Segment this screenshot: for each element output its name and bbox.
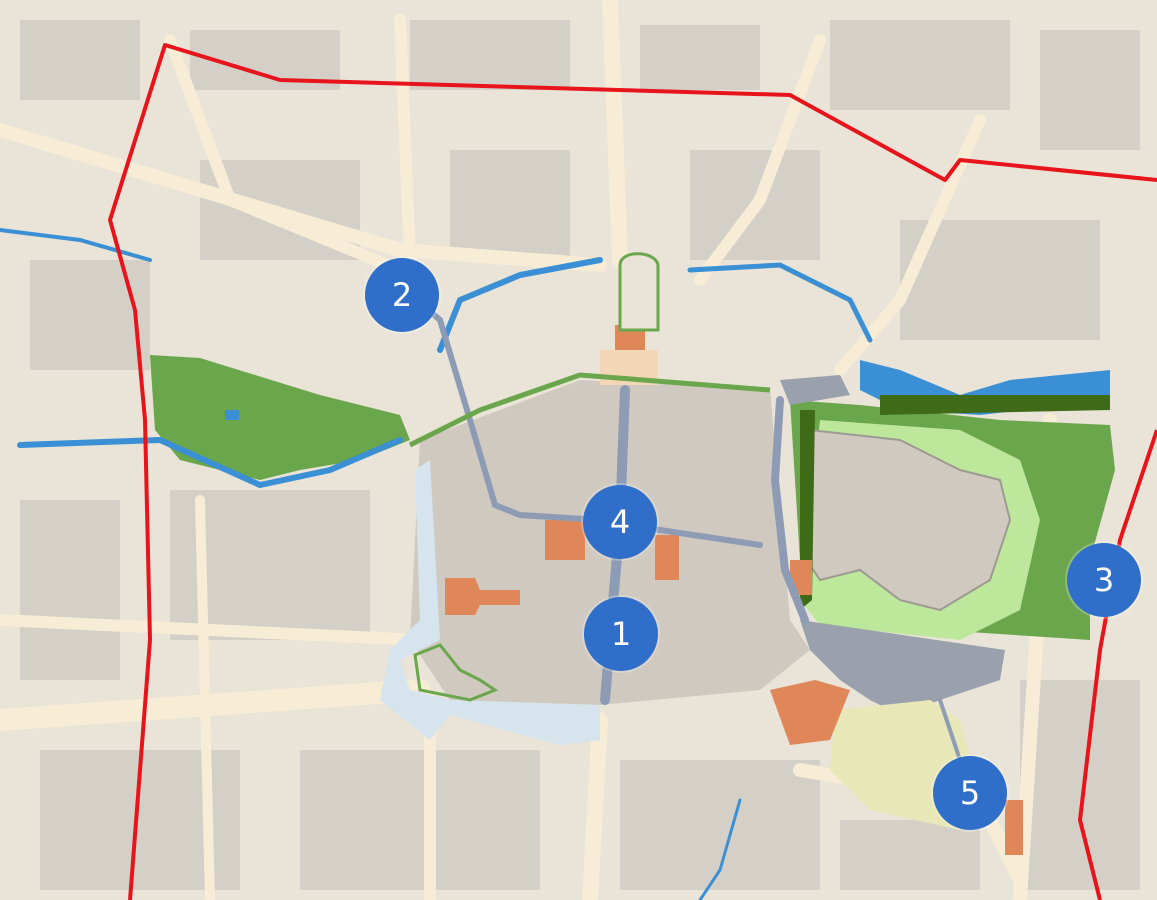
north-gate-park [618,252,660,332]
marker-label-1: 1 [610,615,632,653]
park-pond [225,410,239,420]
square-outline-shape [413,643,499,702]
map-marker-4[interactable]: 4 [583,485,657,559]
castle-grounds [798,428,1012,612]
marker-label-5: 5 [959,774,981,812]
boundary-line-east [1078,429,1157,900]
map-marker-3[interactable]: 3 [1067,543,1141,617]
streets [0,0,1057,900]
landmark-buildings [445,325,1023,855]
marker-label-2: 2 [391,276,413,314]
west-park [150,355,410,480]
map-marker-5[interactable]: 5 [933,756,1007,830]
town-square [380,460,600,745]
marker-label-4: 4 [609,503,631,541]
map-marker-1[interactable]: 1 [584,597,658,671]
park-path-green [408,372,771,448]
map-marker-2[interactable]: 2 [365,258,439,332]
castle-gate [780,375,850,405]
river-lines [0,228,873,900]
boundary-line [108,43,1157,900]
marker-label-3: 3 [1093,561,1115,599]
castle-forecourt [800,620,1005,715]
moat-strip [880,395,1110,415]
